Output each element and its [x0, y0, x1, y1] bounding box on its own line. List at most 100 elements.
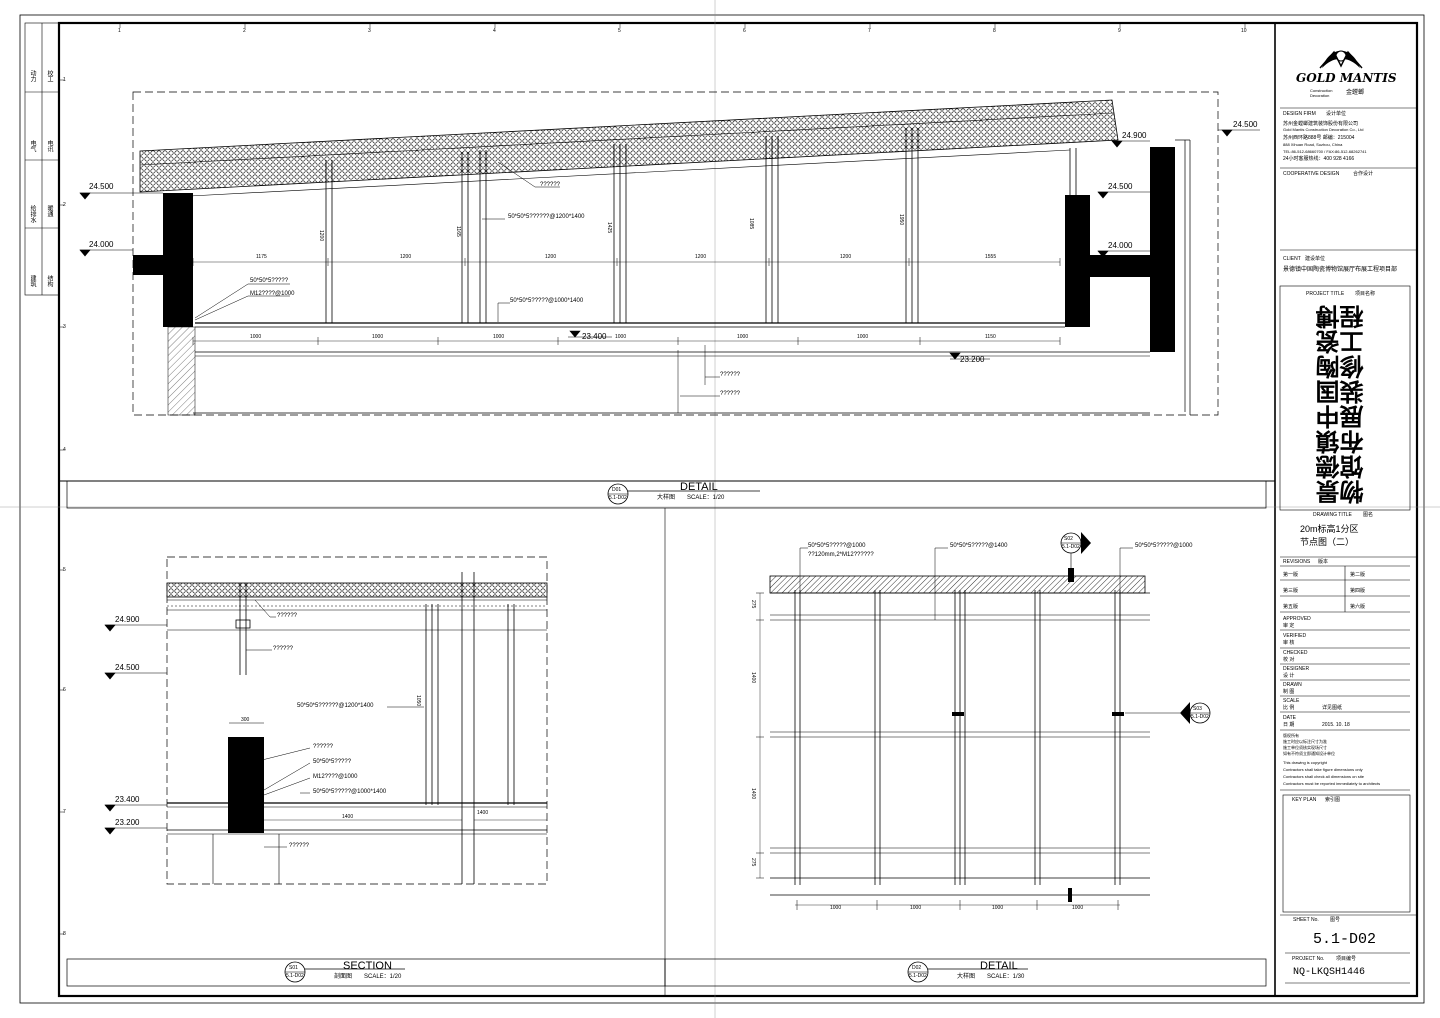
date-cn: 日 期 [1283, 722, 1295, 728]
strip-label-power: 动力 [29, 70, 35, 82]
d01-scale: SCALE：1/20 [687, 495, 725, 501]
sheet-no: 5.1-D02 [1313, 931, 1377, 948]
revision-4: 第四版 [1350, 588, 1366, 594]
design-firm-label: DESIGN FIRM [1283, 111, 1316, 117]
d01-note-bolt: M12????@1000 [250, 291, 295, 297]
s01-title: SECTION [343, 960, 392, 972]
key-plan-cn: 索引图 [1325, 797, 1341, 803]
d02-bubble-top: D02 [912, 965, 922, 971]
s01-roof-insulation [166, 582, 548, 598]
d01-dim-top-5: 1200 [840, 254, 852, 260]
d02-note-mid: 50*50*5?????@1400 [950, 543, 1008, 549]
s01-level-23200: 23.200 [115, 818, 140, 827]
d01-left-wall-hatch [167, 326, 196, 416]
s01-note-tube-main: 50*50*5??????@1200*1400 [297, 703, 374, 709]
strip-label-architecture: 建筑 [29, 275, 35, 287]
verified-label: VERIFIED [1283, 633, 1307, 639]
note-en-1: This drawing is copyright [1283, 760, 1328, 765]
d02-bubble-s03-bottom: 5.1-D02 [1191, 714, 1209, 720]
strip-label-electric: 电气 [29, 140, 35, 152]
project-no-cn: 项目编号 [1336, 956, 1357, 962]
revision-5: 第五版 [1283, 604, 1299, 610]
date-label: DATE [1283, 715, 1296, 721]
d02-scale: SCALE：1/30 [987, 974, 1025, 980]
strip-label-structure: 结构 [46, 275, 52, 287]
grid-top-7: 7 [868, 28, 871, 34]
sheet-outer-frame [19, 14, 1425, 1004]
drawing-title-line1: 20m标高1分区 [1300, 524, 1359, 534]
d02-bubble-s02-bottom: 5.1-D02 [1062, 544, 1080, 550]
d01-level-24500-right: 24.500 [1108, 182, 1133, 191]
d02-note-left-a: 50*50*5?????@1000 [808, 543, 866, 549]
s01-level-24500: 24.500 [115, 663, 140, 672]
section-s01 [104, 556, 548, 885]
d02-dim-left-2: 1400 [750, 672, 756, 684]
drawing-title-line2: 节点图（二） [1300, 537, 1355, 547]
cooperative-cn: 合作设计 [1353, 171, 1374, 177]
d01-dim-top-2: 1200 [400, 254, 412, 260]
d02-dim-bottom-4: 1000 [1072, 905, 1084, 911]
d01-note-tube-main: 50*50*5??????@1200*1400 [508, 214, 585, 220]
key-plan-label: KEY PLAN [1292, 797, 1317, 803]
grid-left-8: 8 [63, 931, 66, 937]
note-en-2: Contractors shall take figure dimensions… [1283, 767, 1363, 772]
d01-subtitle: 大样图 [657, 495, 676, 501]
d01-dim-bottom-1: 1000 [250, 334, 262, 340]
drawn-cn: 制 图 [1283, 689, 1295, 695]
designer-label: DESIGNER [1283, 666, 1310, 672]
s01-bubble-top: S01 [289, 965, 298, 971]
scale-label: SCALE [1283, 698, 1300, 704]
grid-markers [59, 23, 1246, 935]
grid-top-6: 6 [743, 28, 746, 34]
d02-title: DETAIL [980, 960, 1018, 972]
grid-top-5: 5 [618, 28, 621, 34]
note-cn-1: 版权所有 [1283, 733, 1299, 738]
approved-label: APPROVED [1283, 616, 1311, 622]
grid-top-8: 8 [993, 28, 996, 34]
d01-dim-top-1: 1175 [256, 254, 267, 260]
d02-dim-left-1: 275 [750, 600, 756, 609]
detail-d02 [756, 532, 1211, 910]
drawn-label: DRAWN [1283, 682, 1302, 688]
note-en-3: Contractors shall check all dimensions o… [1283, 774, 1364, 779]
d02-bubble-bottom: 5.1-D02 [909, 973, 927, 979]
d01-dim-bottom-2: 1000 [372, 334, 384, 340]
s01-note-tube: 50*50*5????? [313, 759, 352, 765]
note-cn-3: 施工单位须核实现场尺寸 [1283, 745, 1327, 750]
client-label: CLIENT [1283, 256, 1301, 262]
firm-name-en: Gold Mantis Construction Decoration Co.,… [1283, 127, 1364, 132]
d02-bubble-s02-top: S02 [1064, 536, 1073, 542]
d01-note-tube-bottom: 50*50*5?????@1000*1400 [510, 298, 584, 304]
d01-bubble-top: D01 [612, 487, 622, 493]
revision-6: 第六版 [1350, 604, 1366, 610]
grid-left-5: 5 [63, 567, 66, 573]
sheet-no-cn: 图号 [1330, 917, 1341, 923]
sheet-inner-frame [57, 21, 1419, 998]
d01-note-ceiling-b: ?????? [720, 391, 741, 397]
strip-label-telecom: 电讯 [46, 140, 52, 152]
checked-label: CHECKED [1283, 650, 1308, 656]
d01-right-column [1065, 195, 1090, 327]
strip-label-hvac: 暖通 [46, 205, 52, 217]
title-block-grid [1279, 107, 1417, 984]
revision-1: 第一版 [1283, 572, 1299, 578]
d02-note-left-b: ??120mm,2*M12?????? [808, 552, 874, 558]
s01-note-tube-bottom: 50*50*5?????@1000*1400 [313, 789, 387, 795]
s01-note-bolt: M12????@1000 [313, 774, 358, 780]
date-value: 2015. 10. 18 [1322, 722, 1350, 728]
firm-name: 苏州金螳螂建筑装饰股份有限公司 [1283, 121, 1359, 127]
design-firm-cn: 设计单位 [1326, 111, 1347, 117]
checked-cn: 校 对 [1283, 657, 1295, 663]
d01-dim-vert-2: 1165 [455, 226, 461, 237]
d01-dim-vert-1: 1200 [318, 230, 324, 242]
drawing-title-cn: 图名 [1363, 512, 1374, 518]
d02-dim-bottom-3: 1000 [992, 905, 1004, 911]
verified-cn: 审 核 [1283, 640, 1295, 646]
logo-sub-en: Construction Decoration [1310, 88, 1333, 98]
s01-level-24900: 24.900 [115, 615, 140, 624]
client-name: 景德镇中国陶瓷博物馆展厅布展工程项目部 [1283, 267, 1398, 273]
d01-note-ceiling-a: ?????? [720, 372, 741, 378]
project-title: 景德镇中国陶瓷博物馆布展装修工程 [1316, 304, 1368, 504]
d01-note-roof: ?????? [540, 182, 561, 188]
